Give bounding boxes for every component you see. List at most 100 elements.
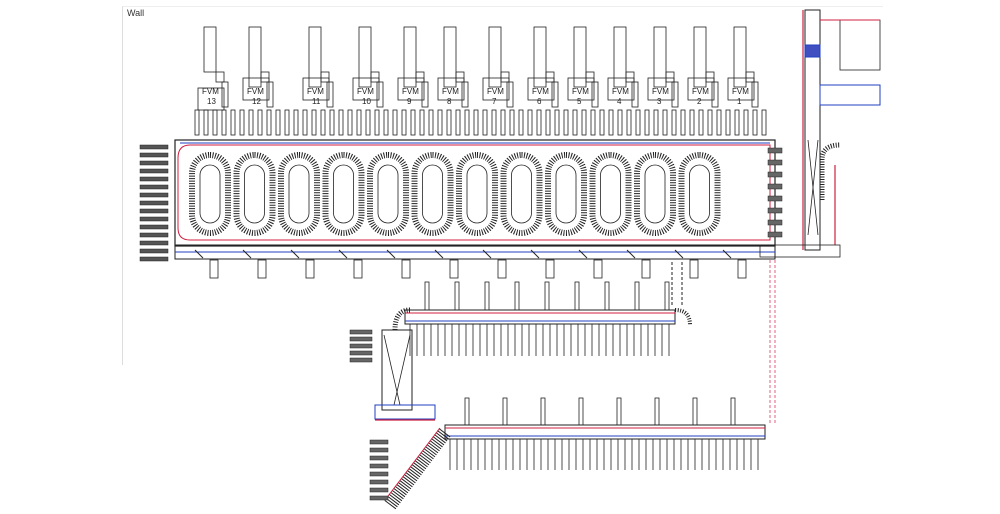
fvm-number: 5 [577,97,582,106]
side-tag-label [139,216,169,222]
fvm-number: 10 [362,97,371,106]
chute-tag [349,336,373,342]
right-blue-unit [804,44,821,58]
fvm-label: FVM [487,87,504,96]
oval-sorter-inner [689,164,710,224]
arrow-marker [290,249,300,259]
fvm-tower [653,26,667,88]
fvm-side-unit [631,81,639,108]
lower-conveyor-2 [444,424,766,440]
upper-label-stub [664,281,670,311]
drop-chute [209,259,219,279]
vertical-conveyor-stub [509,109,515,136]
vertical-conveyor-stub [284,109,290,136]
fvm-side-unit [711,81,719,108]
arrow-marker [434,249,444,259]
fvm-number: 9 [407,97,412,106]
fvm-feeder [455,71,465,83]
vertical-conveyor-stub [725,109,731,136]
fvm-number: 3 [657,97,662,106]
vertical-conveyor-stub [743,109,749,136]
side-tag-label [139,168,169,174]
fvm-body [647,77,675,101]
side-tag-label [139,248,169,254]
fvm-feeder [260,71,270,83]
fvm-feeder [320,71,330,83]
fvm-body [687,77,715,101]
vertical-conveyor-stub [302,109,308,136]
fvm-tower [248,26,262,88]
right-side-unit [819,84,881,106]
upper-label-stub [424,281,430,311]
right-tag-label [767,183,783,190]
right-vertical-conveyor [804,9,821,251]
fvm-side-unit [506,81,514,108]
chute-base [374,404,436,420]
oval-sorter-inner [422,164,443,224]
lower-conveyor-1 [404,309,676,325]
vertical-conveyor-stub [707,109,713,136]
vertical-conveyor-stub [482,109,488,136]
oval-sorter-loop [678,152,721,236]
side-tag-label [139,208,169,214]
fvm-tower [358,26,372,88]
oval-sorter-inner [644,164,666,224]
fvm-tower [733,26,747,88]
oval-sorter-loop [589,152,632,236]
fvm-feeder [585,71,595,83]
side-tag-label [139,176,169,182]
fvm-tower [693,26,707,88]
oval-sorter-loop [233,152,276,236]
right-tag-label [767,219,783,226]
drawing-frame [122,6,883,365]
right-diagonal-b [807,139,819,236]
fvm-tower [308,26,322,88]
vertical-conveyor-stub [752,109,758,136]
side-tag-label [139,160,169,166]
fvm-side-unit [221,81,229,108]
vertical-conveyor-stub [365,109,371,136]
vertical-conveyor-stub [518,109,524,136]
vertical-conveyor-stub [500,109,506,136]
fvm-feeder [625,71,635,83]
arrow-marker [338,249,348,259]
fvm-body [242,77,270,101]
oval-sorter-loop [545,152,587,236]
upper-label-stub [604,281,610,311]
side-tag-label [139,256,169,262]
oval-sorter-inner [333,164,354,224]
vertical-conveyor-stub [329,109,335,136]
fvm-number: 11 [312,97,321,106]
arrow-marker [194,249,204,259]
fvm-tower [488,26,502,88]
upper-label-stub [574,281,580,311]
diag-tag [369,471,389,477]
arrow-marker [626,249,636,259]
oval-sorter-loop [322,152,365,236]
side-tag-label [139,240,169,246]
oval-sorter-inner [555,164,577,224]
side-tag-label [139,144,169,150]
vertical-conveyor-stub [221,109,227,136]
chute-tag [349,357,373,363]
vertical-conveyor-stub [608,109,614,136]
drop-chute [737,259,747,279]
upper-label-stub [454,281,460,311]
vertical-conveyor-stub [563,109,569,136]
vertical-conveyor-stub [239,109,245,136]
chute-diag-b [393,334,411,406]
right-tag-label [767,231,783,238]
vertical-conveyor-stub [338,109,344,136]
fvm-body [437,77,465,101]
fvm-tower [443,26,457,88]
drop-chute [353,259,363,279]
arrow-marker [674,249,684,259]
vertical-conveyor-stub [275,109,281,136]
fvm-feeder [215,71,225,83]
upper-label-stub [544,281,550,311]
upper-label-stub [514,281,520,311]
oval-sorter-inner [511,164,532,224]
fvm-label: FVM [357,87,374,96]
vertical-conveyor-stub [446,109,452,136]
